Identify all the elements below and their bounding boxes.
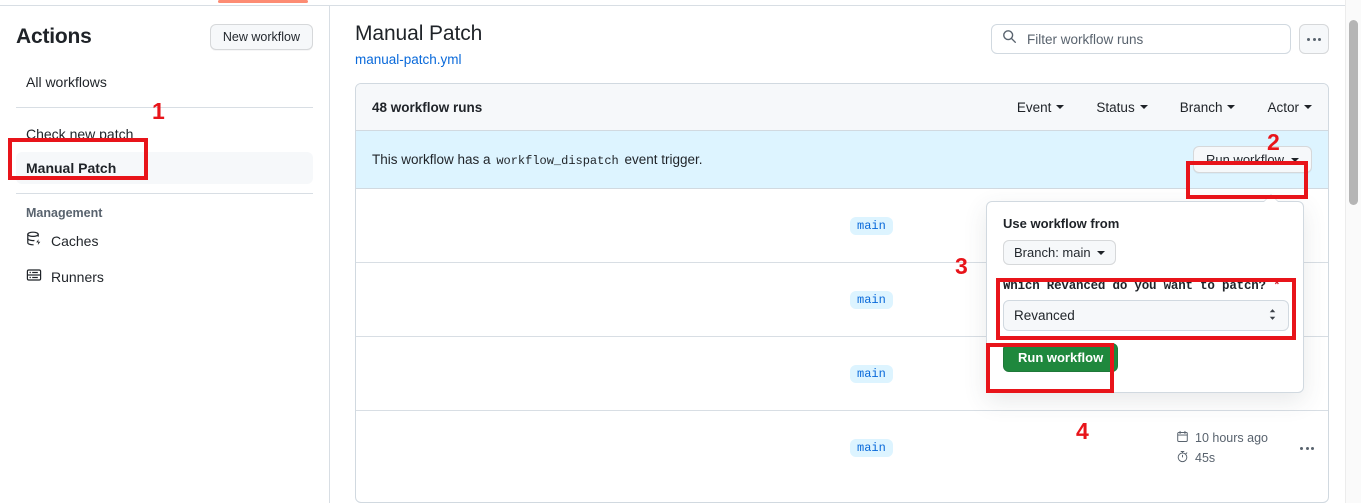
filter-workflow-runs-box[interactable] xyxy=(991,24,1291,54)
sidebar-item-runners[interactable]: Runners xyxy=(16,261,313,292)
sidebar-item-caches[interactable]: Caches xyxy=(16,225,313,256)
run-date-text: 10 hours ago xyxy=(1195,431,1268,445)
table-row[interactable]: main 10 hours ago xyxy=(356,411,1328,485)
sidebar-item-caches-label: Caches xyxy=(51,232,99,249)
workflow-input-select[interactable]: Revanced xyxy=(1003,300,1289,331)
filter-actor-dropdown[interactable]: Actor xyxy=(1267,100,1312,115)
chevron-down-icon xyxy=(1139,105,1148,109)
branch-selector-label: Branch: main xyxy=(1014,245,1091,260)
top-divider xyxy=(0,5,1345,6)
chevron-down-icon xyxy=(1304,105,1312,109)
dispatch-prefix: This workflow has a xyxy=(372,151,491,167)
chevron-down-icon xyxy=(1227,105,1236,109)
table-row[interactable]: main xyxy=(356,189,1328,263)
workflow-input-select-value: Revanced xyxy=(1014,308,1075,323)
runs-filters: Event Status Branch Actor xyxy=(1017,100,1312,115)
required-marker: * xyxy=(1273,279,1281,293)
sidebar-title: Actions xyxy=(16,25,92,48)
search-input[interactable] xyxy=(1025,30,1280,48)
workflow-runs-count: 48 workflow runs xyxy=(372,99,483,115)
page-title-group: Manual Patch manual-patch.yml xyxy=(355,20,482,69)
sidebar-item-all-workflows[interactable]: All workflows xyxy=(26,74,107,90)
stopwatch-icon xyxy=(1176,450,1189,466)
branch-tag[interactable]: main xyxy=(850,216,893,235)
branch-selector-button[interactable]: Branch: main xyxy=(1003,240,1116,265)
sidebar-divider-2 xyxy=(16,193,313,194)
new-workflow-button[interactable]: New workflow xyxy=(209,24,313,50)
submit-run-workflow-button[interactable]: Run workflow xyxy=(1003,343,1119,372)
select-updown-icon xyxy=(1267,308,1278,324)
sidebar: Actions New workflow All workflows Check… xyxy=(0,6,330,503)
sidebar-item-check-new-patch[interactable]: Check new patch xyxy=(26,126,134,142)
chevron-down-icon xyxy=(1096,250,1105,255)
kebab-horizontal-icon[interactable] xyxy=(1299,24,1329,54)
runners-icon xyxy=(26,267,42,286)
use-workflow-from-label: Use workflow from xyxy=(1003,216,1120,231)
workflow-input-label: Which Revanced do you want to patch? * xyxy=(1003,279,1287,293)
row-kebab-horizontal-icon[interactable] xyxy=(1300,446,1314,450)
page-title: Manual Patch xyxy=(355,22,483,45)
runs-card-header: 48 workflow runs Event Status Branch xyxy=(356,84,1328,131)
branch-tag[interactable]: main xyxy=(850,290,893,309)
sidebar-item-runners-label: Runners xyxy=(51,268,104,285)
sidebar-item-manual-patch[interactable]: Manual Patch xyxy=(8,152,313,184)
dispatch-event-code: workflow_dispatch xyxy=(496,153,619,168)
cache-icon xyxy=(26,231,42,250)
main-header: Manual Patch manual-patch.yml xyxy=(355,20,1329,69)
run-meta: 10 hours ago 45s xyxy=(1176,430,1268,466)
run-workflow-dropdown-button[interactable]: Run workflow xyxy=(1192,146,1312,173)
calendar-icon xyxy=(1176,430,1189,446)
workflow-runs-card: 48 workflow runs Event Status Branch xyxy=(355,83,1329,503)
active-tab-indicator xyxy=(218,0,308,3)
run-duration-text: 45s xyxy=(1195,451,1216,465)
dispatch-suffix: event trigger. xyxy=(624,151,703,167)
vertical-scrollbar-track[interactable] xyxy=(1345,0,1361,503)
top-tab-strip xyxy=(0,0,1345,6)
filter-actor-label: Actor xyxy=(1267,99,1299,115)
filter-branch-dropdown[interactable]: Branch xyxy=(1180,100,1236,115)
main-content: Manual Patch manual-patch.yml xyxy=(331,6,1345,503)
run-workflow-panel: Use workflow from Branch: main Which Rev… xyxy=(986,194,1304,393)
filter-status-dropdown[interactable]: Status xyxy=(1096,99,1148,115)
chevron-down-icon xyxy=(1056,105,1065,109)
filter-status-label: Status xyxy=(1096,99,1135,115)
workflow-dispatch-banner: This workflow has a workflow_dispatch ev… xyxy=(356,131,1328,189)
header-actions xyxy=(991,20,1329,54)
filter-event-label: Event xyxy=(1016,99,1052,115)
sidebar-divider-1 xyxy=(16,107,313,108)
workflow-file-link[interactable]: manual-patch.yml xyxy=(355,52,462,67)
sidebar-section-management: Management xyxy=(26,206,103,220)
run-date: 10 hours ago xyxy=(1176,430,1268,446)
chevron-down-icon xyxy=(1291,157,1299,162)
search-icon xyxy=(1002,29,1017,49)
vertical-scrollbar-thumb[interactable] xyxy=(1349,20,1358,205)
workflow-input-label-text: Which Revanced do you want to patch? xyxy=(1003,279,1266,293)
run-duration: 45s xyxy=(1176,450,1268,466)
branch-tag[interactable]: main xyxy=(850,439,893,457)
filter-branch-label: Branch xyxy=(1179,99,1223,115)
filter-event-dropdown[interactable]: Event xyxy=(1017,100,1065,115)
run-workflow-dropdown-label: Run workflow xyxy=(1205,152,1284,167)
sidebar-header: Actions New workflow xyxy=(16,6,313,56)
dispatch-banner-text: This workflow has a workflow_dispatch ev… xyxy=(372,152,703,168)
table-row[interactable]: main xyxy=(356,263,1328,337)
branch-tag[interactable]: main xyxy=(850,364,893,383)
